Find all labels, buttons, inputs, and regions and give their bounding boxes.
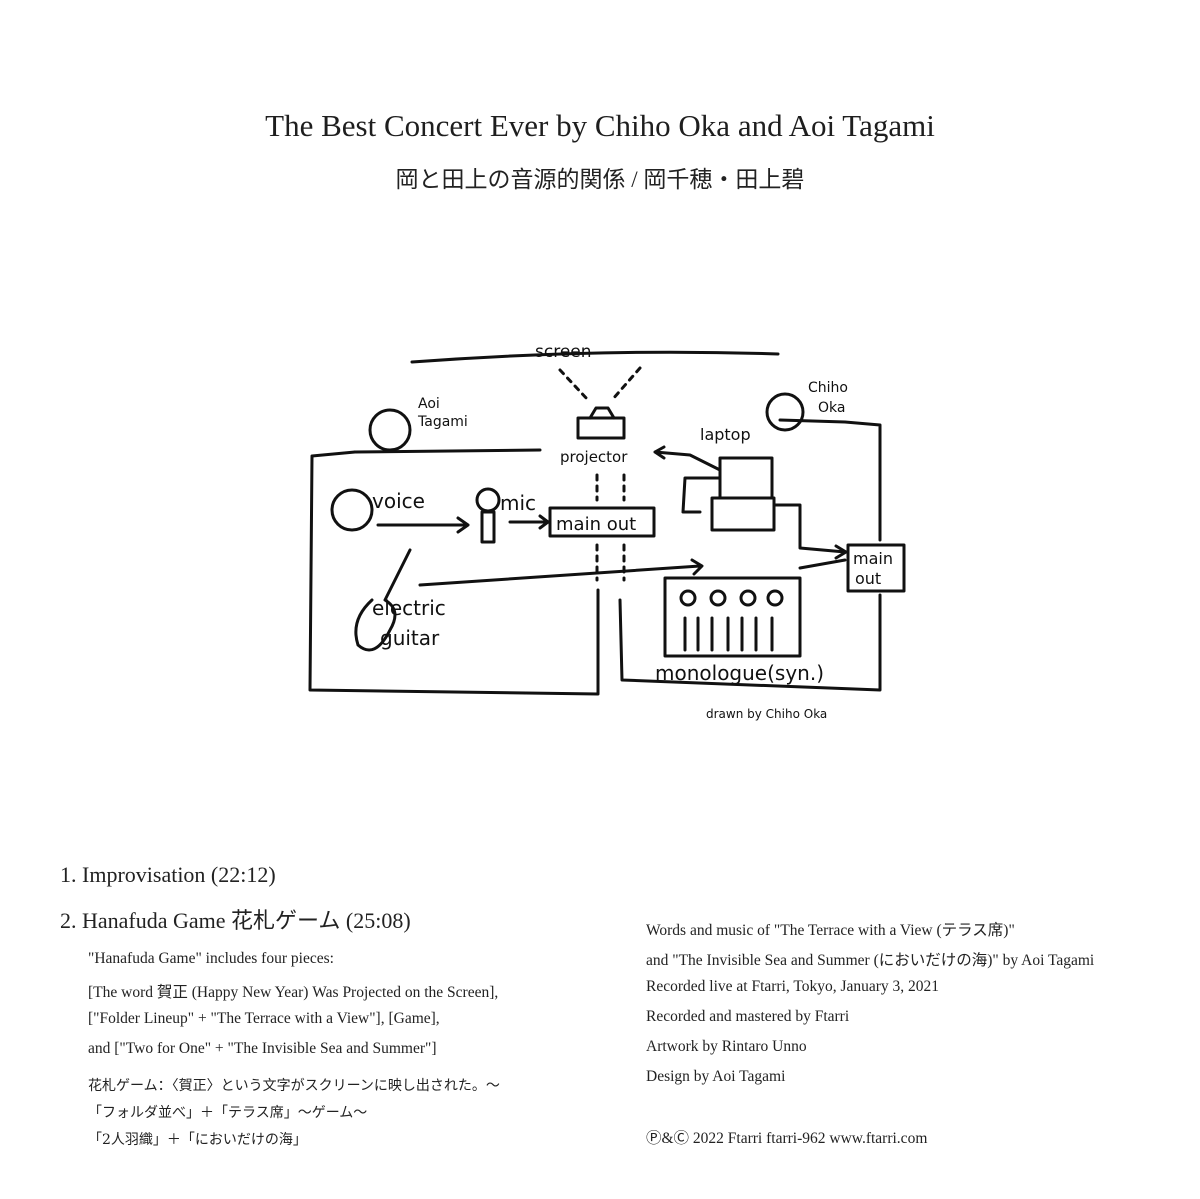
credit-line: Recorded live at Ftarri, Tokyo, January … — [646, 978, 940, 995]
mic-icon — [475, 487, 501, 513]
monologue-label: monologue(syn.) — [655, 661, 824, 685]
main-label: main — [853, 549, 893, 568]
drawn-by-label: drawn by Chiho Oka — [706, 707, 827, 721]
chiho-label: Chiho — [808, 380, 848, 396]
main-out-left-box — [548, 506, 656, 538]
credit-line: Design by Aoi Tagami — [646, 1068, 786, 1085]
note-jp-line: 「フォルダ並べ」＋「テラス席」〜ゲーム〜 — [88, 1105, 368, 1121]
track-2: 2. Hanafuda Game 花札ゲーム (25:08) — [60, 908, 411, 933]
projector-icon — [576, 416, 626, 440]
album-subtitle: 岡と田上の音源的関係 / 岡千穂・田上碧 — [395, 167, 805, 192]
screen-line — [410, 350, 780, 364]
voice-icon — [330, 488, 374, 532]
main-out-right-box — [846, 543, 906, 593]
synth-icon — [663, 576, 802, 658]
aoi-face-icon — [368, 408, 412, 452]
electric-label: electric — [372, 596, 446, 620]
laptop-icon — [718, 456, 774, 500]
credit-line: Recorded and mastered by Ftarri — [646, 1008, 850, 1025]
note-jp-line: 花札ゲーム：〈賀正〉という文字がスクリーンに映し出された。〜 — [88, 1078, 500, 1094]
album-title: The Best Concert Ever by Chiho Oka and A… — [265, 108, 935, 143]
note-line: ["Folder Lineup" + "The Terrace with a V… — [88, 1010, 440, 1027]
aoi-label: Aoi — [418, 396, 440, 412]
oka-label: Oka — [818, 400, 845, 416]
main-out-left-label: main out — [556, 514, 636, 535]
mic-label: mic — [500, 491, 536, 515]
credit-line: Artwork by Rintaro Unno — [646, 1038, 807, 1055]
projector-label: projector — [560, 448, 628, 466]
guitar-icon — [354, 548, 412, 652]
track-1: 1. Improvisation (22:12) — [60, 862, 276, 887]
note-line: [The word 賀正 (Happy New Year) Was Projec… — [88, 984, 499, 1001]
note-jp-line: 「2人羽織」＋「においだけの海」 — [88, 1132, 307, 1148]
projection-rays — [558, 366, 642, 402]
voice-label: voice — [372, 489, 425, 513]
screen-label: screen — [535, 342, 592, 362]
credit-line: and "The Invisible Sea and Summer (においだけ… — [646, 952, 1095, 969]
setup-diagram: screen projector Aoi Tagami Chiho Oka vo… — [308, 342, 906, 721]
credit-line: Words and music of "The Terrace with a V… — [646, 922, 1015, 939]
note-line: and ["Two for One" + "The Invisible Sea … — [88, 1040, 437, 1057]
out-label: out — [855, 569, 881, 588]
copyright: Ⓟ&Ⓒ 2022 Ftarri ftarri-962 www.ftarri.co… — [646, 1130, 928, 1147]
laptop-label: laptop — [700, 425, 751, 444]
aoi-area-outline — [308, 450, 600, 696]
tagami-label: Tagami — [417, 414, 468, 430]
guitar-label: guitar — [380, 626, 440, 650]
note-line: "Hanafuda Game" includes four pieces: — [88, 950, 334, 967]
chiho-face-icon — [765, 392, 805, 432]
